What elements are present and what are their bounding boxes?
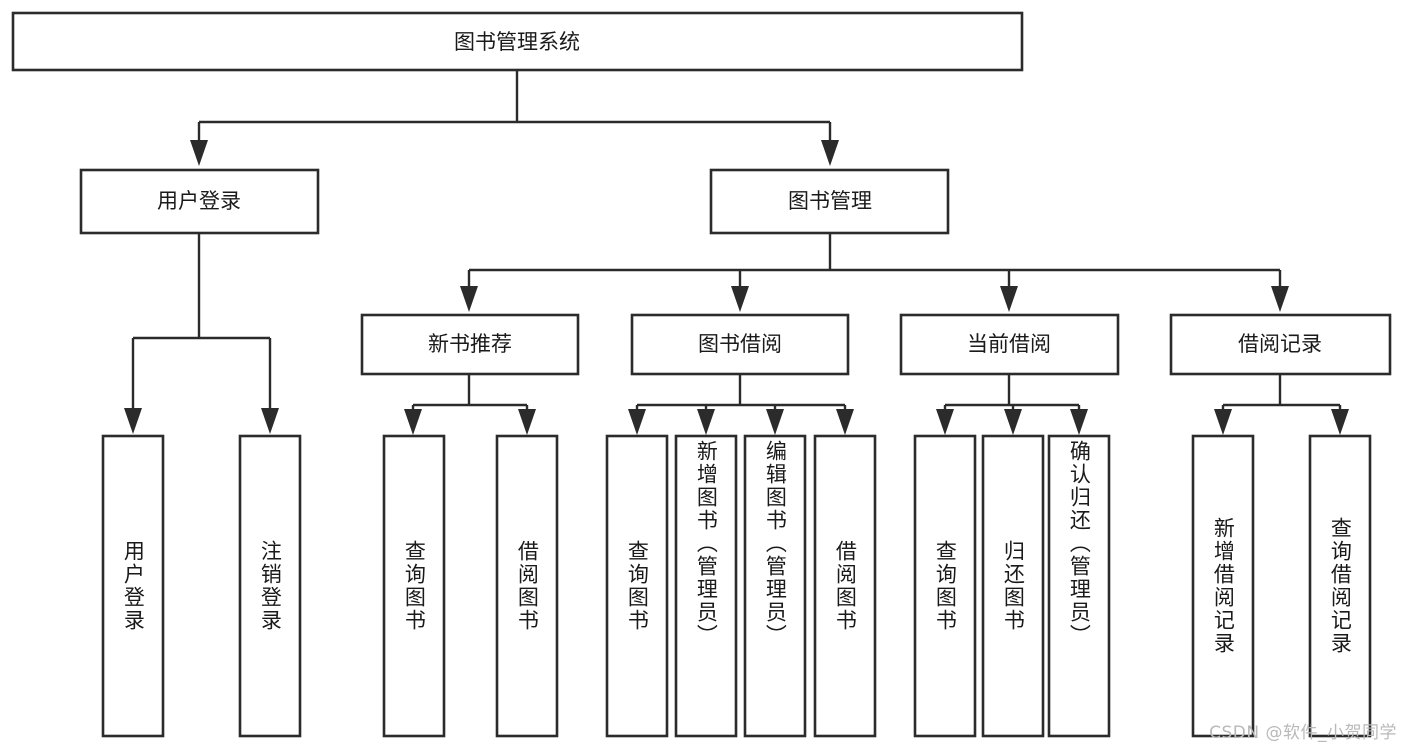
arrow-icon	[1271, 286, 1289, 312]
borrow-records-label: 借阅记录	[1238, 332, 1322, 356]
arrow-icon	[821, 140, 839, 166]
connector-group-book-borrow	[628, 374, 854, 435]
leaf-box-current-borrow-1[interactable]	[913, 434, 977, 738]
connector-group-borrow-records	[1214, 374, 1349, 435]
node-book-management[interactable]: 图书管理	[709, 168, 950, 235]
arrow-icon	[1214, 409, 1232, 435]
leaf-boxes-new-book	[382, 434, 559, 738]
arrow-icon	[1000, 286, 1018, 312]
arrow-icon	[836, 409, 854, 435]
new-book-recommend-box[interactable]	[360, 313, 580, 376]
book-management-label: 图书管理	[788, 189, 872, 213]
arrow-icon	[731, 286, 749, 312]
arrow-icon	[460, 286, 478, 312]
node-book-borrow[interactable]: 图书借阅	[630, 313, 850, 376]
node-borrow-records[interactable]: 借阅记录	[1169, 313, 1392, 376]
root-label: 图书管理系统	[454, 30, 580, 54]
user-login-box[interactable]	[79, 168, 320, 235]
leaf-box-user-login-1[interactable]	[101, 434, 165, 738]
leaf-box-current-borrow-3[interactable]	[1047, 434, 1111, 738]
leaf-box-new-book-1[interactable]	[382, 434, 446, 738]
arrow-icon	[936, 409, 954, 435]
arrow-icon	[124, 408, 142, 434]
node-root[interactable]: 图书管理系统	[11, 11, 1024, 72]
arrow-icon	[628, 409, 646, 435]
connector-group-new-book	[404, 374, 536, 435]
leaf-box-book-borrow-3[interactable]	[743, 434, 807, 738]
arrow-icon	[518, 409, 536, 435]
leaf-boxes-user-login	[101, 434, 302, 738]
node-current-borrow[interactable]: 当前借阅	[899, 313, 1120, 376]
leaf-box-book-borrow-2[interactable]	[674, 434, 738, 738]
arrow-icon	[697, 409, 715, 435]
leaf-box-user-login-2[interactable]	[238, 434, 302, 738]
connector-group-book-mgmt	[460, 233, 1289, 312]
connector-group-current-borrow	[936, 374, 1088, 435]
leaf-boxes-book-borrow	[605, 434, 877, 738]
arrow-icon	[1331, 409, 1349, 435]
watermark-text: CSDN @软件_小贺同学	[1209, 723, 1397, 743]
book-management-box[interactable]	[709, 168, 950, 235]
leaf-box-book-borrow-1[interactable]	[605, 434, 669, 738]
new-book-recommend-label: 新书推荐	[428, 332, 512, 356]
leaf-box-new-book-2[interactable]	[495, 434, 559, 738]
book-borrow-box[interactable]	[630, 313, 850, 376]
node-user-login[interactable]: 用户登录	[79, 168, 320, 235]
user-login-label: 用户登录	[157, 189, 241, 213]
connector-group-user-login	[124, 233, 279, 434]
arrow-icon	[190, 140, 208, 166]
current-borrow-box[interactable]	[899, 313, 1120, 376]
arrow-icon	[261, 408, 279, 434]
current-borrow-label: 当前借阅	[967, 332, 1051, 356]
arrow-icon	[404, 409, 422, 435]
leaf-boxes-current-borrow	[913, 434, 1111, 738]
borrow-records-box[interactable]	[1169, 313, 1392, 376]
leaf-box-current-borrow-2[interactable]	[981, 434, 1045, 738]
arrow-icon	[1004, 409, 1022, 435]
leaf-boxes-borrow-records	[1191, 434, 1372, 738]
node-new-book-recommend[interactable]: 新书推荐	[360, 313, 580, 376]
arrow-icon	[1070, 409, 1088, 435]
connector-group-root	[190, 70, 839, 166]
leaf-box-borrow-records-1[interactable]	[1191, 434, 1255, 738]
leaf-box-book-borrow-4[interactable]	[813, 434, 877, 738]
arrow-icon	[766, 409, 784, 435]
leaf-box-borrow-records-2[interactable]	[1308, 434, 1372, 738]
book-borrow-label: 图书借阅	[698, 332, 782, 356]
root-box[interactable]	[11, 11, 1024, 72]
